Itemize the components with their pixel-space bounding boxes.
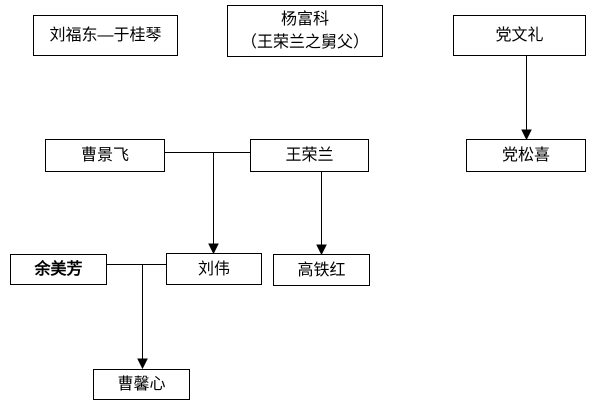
edge-couple2-caoxinxin-arrowhead: [137, 358, 148, 370]
node-cao-jingfei: 曹景飞: [45, 139, 165, 172]
node-label: 刘福东—于桂琴: [49, 27, 162, 44]
node-yu-meifang: 余美芳: [10, 254, 107, 285]
node-label: 杨富科: [280, 11, 329, 28]
node-label: 王荣兰: [285, 147, 334, 164]
edge-dangwenli-dangsongxi-arrowhead: [521, 129, 532, 141]
node-dang-songxi: 党松喜: [466, 139, 586, 172]
node-label: 党松喜: [501, 147, 550, 164]
node-sublabel: （王荣兰之舅父）: [240, 34, 369, 51]
node-wang-ronglan: 王荣兰: [250, 139, 369, 172]
node-label: 刘伟: [197, 260, 230, 278]
node-dang-wenli: 党文礼: [453, 15, 586, 56]
node-label: 余美芳: [34, 261, 83, 278]
node-gao-tiehong: 高铁红: [273, 254, 370, 286]
node-label: 曹馨心: [117, 376, 166, 393]
node-label: 党文礼: [495, 27, 544, 44]
node-label: 高铁红: [297, 261, 346, 279]
edge-couple1-liuwei-arrowhead: [208, 243, 219, 255]
node-liu-wei: 刘伟: [166, 253, 262, 285]
node-yang-fuke: 杨富科 （王荣兰之舅父）: [227, 5, 383, 57]
node-liu-fudong-yu-guiqin: 刘福东—于桂琴: [33, 15, 178, 56]
edge-wangronglan-gaotiehong-arrowhead: [316, 244, 327, 256]
node-cao-xinxin: 曹馨心: [93, 369, 190, 400]
node-label: 曹景飞: [80, 147, 129, 164]
